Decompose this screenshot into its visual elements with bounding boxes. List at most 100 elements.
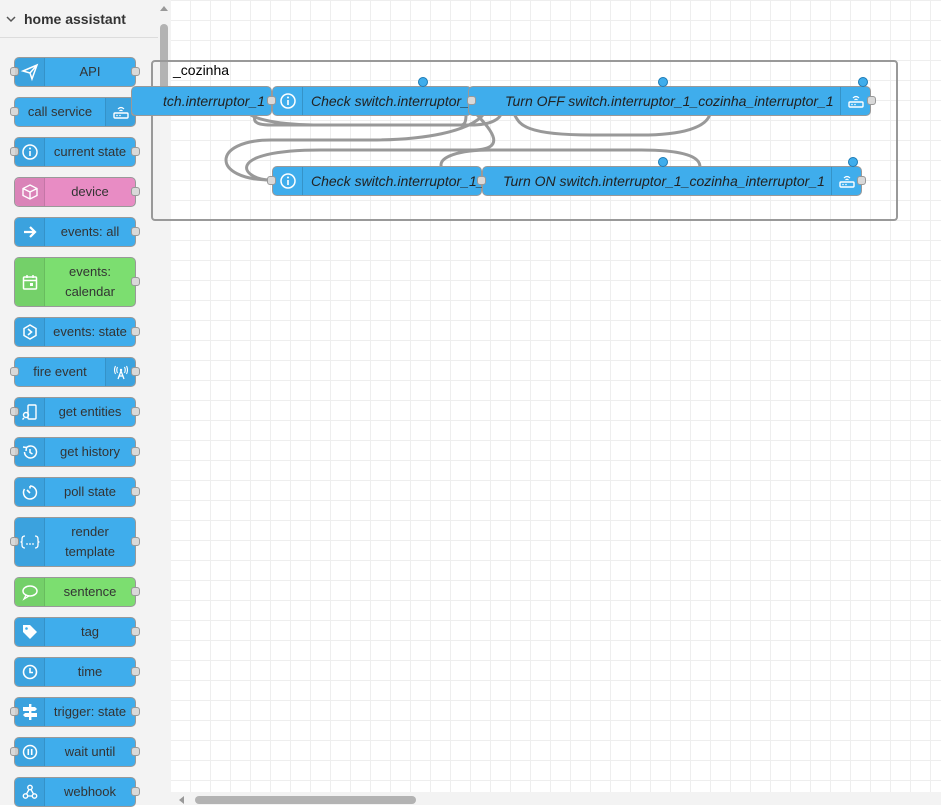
- palette-category-header[interactable]: home assistant: [0, 0, 158, 38]
- input-port: [10, 67, 19, 76]
- palette-node-get-history[interactable]: get history: [10, 437, 140, 467]
- output-port: [131, 277, 140, 286]
- palette-node-tag[interactable]: tag: [14, 617, 140, 647]
- palette-node-label: tag: [80, 624, 100, 639]
- node-changed-indicator: [658, 157, 668, 167]
- palette-node-device[interactable]: device: [14, 177, 140, 207]
- palette-node-get-entities[interactable]: get entities: [10, 397, 140, 427]
- palette-node-label: poll state: [63, 484, 117, 499]
- router-icon: [105, 98, 135, 126]
- palette-node-sentence[interactable]: sentence: [14, 577, 140, 607]
- node-changed-indicator: [858, 77, 868, 87]
- palette-vertical-scrollbar[interactable]: [158, 0, 171, 805]
- palette-node-wait-until[interactable]: wait until: [10, 737, 140, 767]
- input-port: [10, 537, 19, 546]
- output-port[interactable]: [467, 96, 476, 105]
- palette-node-label: get entities: [58, 404, 122, 419]
- broadcast-tower-icon: [105, 358, 135, 386]
- input-port[interactable]: [267, 96, 276, 105]
- palette-node-label: API: [79, 64, 101, 79]
- node-changed-indicator: [418, 77, 428, 87]
- scroll-up-arrow-icon[interactable]: [160, 6, 168, 11]
- scroll-left-arrow-icon[interactable]: [179, 796, 184, 804]
- output-port: [131, 537, 140, 546]
- palette-node-webhook[interactable]: webhook: [14, 777, 140, 807]
- palette-node-events-calendar[interactable]: events: calendar: [14, 257, 140, 307]
- flow-node-check-off[interactable]: Check switch.interruptor_: [272, 86, 472, 116]
- output-port[interactable]: [857, 176, 866, 185]
- palette-node-events-state[interactable]: events: state: [14, 317, 140, 347]
- palette-node-label: current state: [53, 144, 127, 159]
- output-port: [131, 407, 140, 416]
- palette-node-label: render template: [65, 524, 115, 559]
- output-port: [131, 447, 140, 456]
- palette-node-label: call service: [27, 104, 93, 119]
- flow-node-label: tch.interruptor_1: [163, 93, 265, 109]
- output-port: [131, 327, 140, 336]
- palette-node-poll-state[interactable]: poll state: [14, 477, 140, 507]
- palette-node-time[interactable]: time: [14, 657, 140, 687]
- palette-node-label: events: all: [60, 224, 120, 239]
- flow-group-label: _cozinha: [173, 62, 230, 78]
- flow-node-check-on[interactable]: Check switch.interruptor_1_: [272, 166, 485, 196]
- flow-group[interactable]: [151, 60, 898, 221]
- flow-node-check-partial[interactable]: tch.interruptor_1: [131, 86, 272, 116]
- palette-node-render-template[interactable]: render template: [10, 517, 140, 567]
- cube-icon: [15, 178, 45, 206]
- node-changed-indicator: [658, 77, 668, 87]
- output-port: [131, 707, 140, 716]
- palette-node-label: events: state: [53, 324, 127, 339]
- output-port: [131, 667, 140, 676]
- palette-node-label: fire event: [33, 364, 87, 379]
- input-port: [10, 447, 19, 456]
- hexagon-arrow-icon: [15, 318, 45, 346]
- palette-node-label: webhook: [63, 784, 117, 799]
- workspace-scroll-thumb[interactable]: [195, 796, 416, 804]
- tag-icon: [15, 618, 45, 646]
- history-icon: [15, 438, 45, 466]
- clock-icon: [15, 658, 45, 686]
- output-port: [131, 787, 140, 796]
- output-port: [131, 487, 140, 496]
- input-port: [10, 147, 19, 156]
- palette-category-title: home assistant: [24, 10, 126, 27]
- router-icon: [831, 167, 861, 195]
- speech-bubble-icon: [15, 578, 45, 606]
- template-braces-icon: [15, 518, 45, 566]
- input-port: [10, 107, 19, 116]
- flow-workspace[interactable]: _cozinha tch.interruptor_1 Check switch.…: [131, 0, 941, 805]
- paper-plane-icon: [15, 58, 45, 86]
- output-port: [131, 627, 140, 636]
- palette-node-events-all[interactable]: events: all: [14, 217, 140, 247]
- input-port[interactable]: [267, 176, 276, 185]
- timer-icon: [15, 478, 45, 506]
- palette-node-current-state[interactable]: current state: [10, 137, 140, 167]
- palette-node-label: device: [71, 184, 109, 199]
- palette-node-label: sentence: [63, 584, 117, 599]
- palette-node-label: wait until: [64, 744, 116, 759]
- info-circle-icon: [273, 167, 303, 195]
- palette-node-fire-event[interactable]: fire event: [10, 357, 140, 387]
- workspace-horizontal-scrollbar[interactable]: [171, 792, 941, 805]
- palette-node-call-service[interactable]: call service: [10, 97, 140, 127]
- node-palette: home assistant API call service current …: [0, 0, 171, 807]
- output-port[interactable]: [867, 96, 876, 105]
- flow-node-label: Check switch.interruptor_1_: [311, 173, 485, 189]
- info-circle-icon: [15, 138, 45, 166]
- output-port: [131, 587, 140, 596]
- flow-node-turn-on[interactable]: Turn ON switch.interruptor_1_cozinha_int…: [482, 166, 862, 196]
- palette-node-label: time: [77, 664, 103, 679]
- input-port: [10, 747, 19, 756]
- output-port: [131, 147, 140, 156]
- output-port: [131, 367, 140, 376]
- flow-node-turn-off[interactable]: Turn OFF switch.interruptor_1_cozinha_in…: [468, 86, 871, 116]
- entities-icon: [15, 398, 45, 426]
- palette-node-api[interactable]: API: [10, 57, 140, 87]
- flow-node-label: Check switch.interruptor_: [311, 93, 469, 109]
- output-port: [131, 747, 140, 756]
- palette-scroll-thumb[interactable]: [160, 24, 168, 116]
- node-changed-indicator: [848, 157, 858, 167]
- palette-node-trigger-state[interactable]: trigger: state: [10, 697, 140, 727]
- calendar-icon: [15, 258, 45, 306]
- output-port[interactable]: [477, 176, 486, 185]
